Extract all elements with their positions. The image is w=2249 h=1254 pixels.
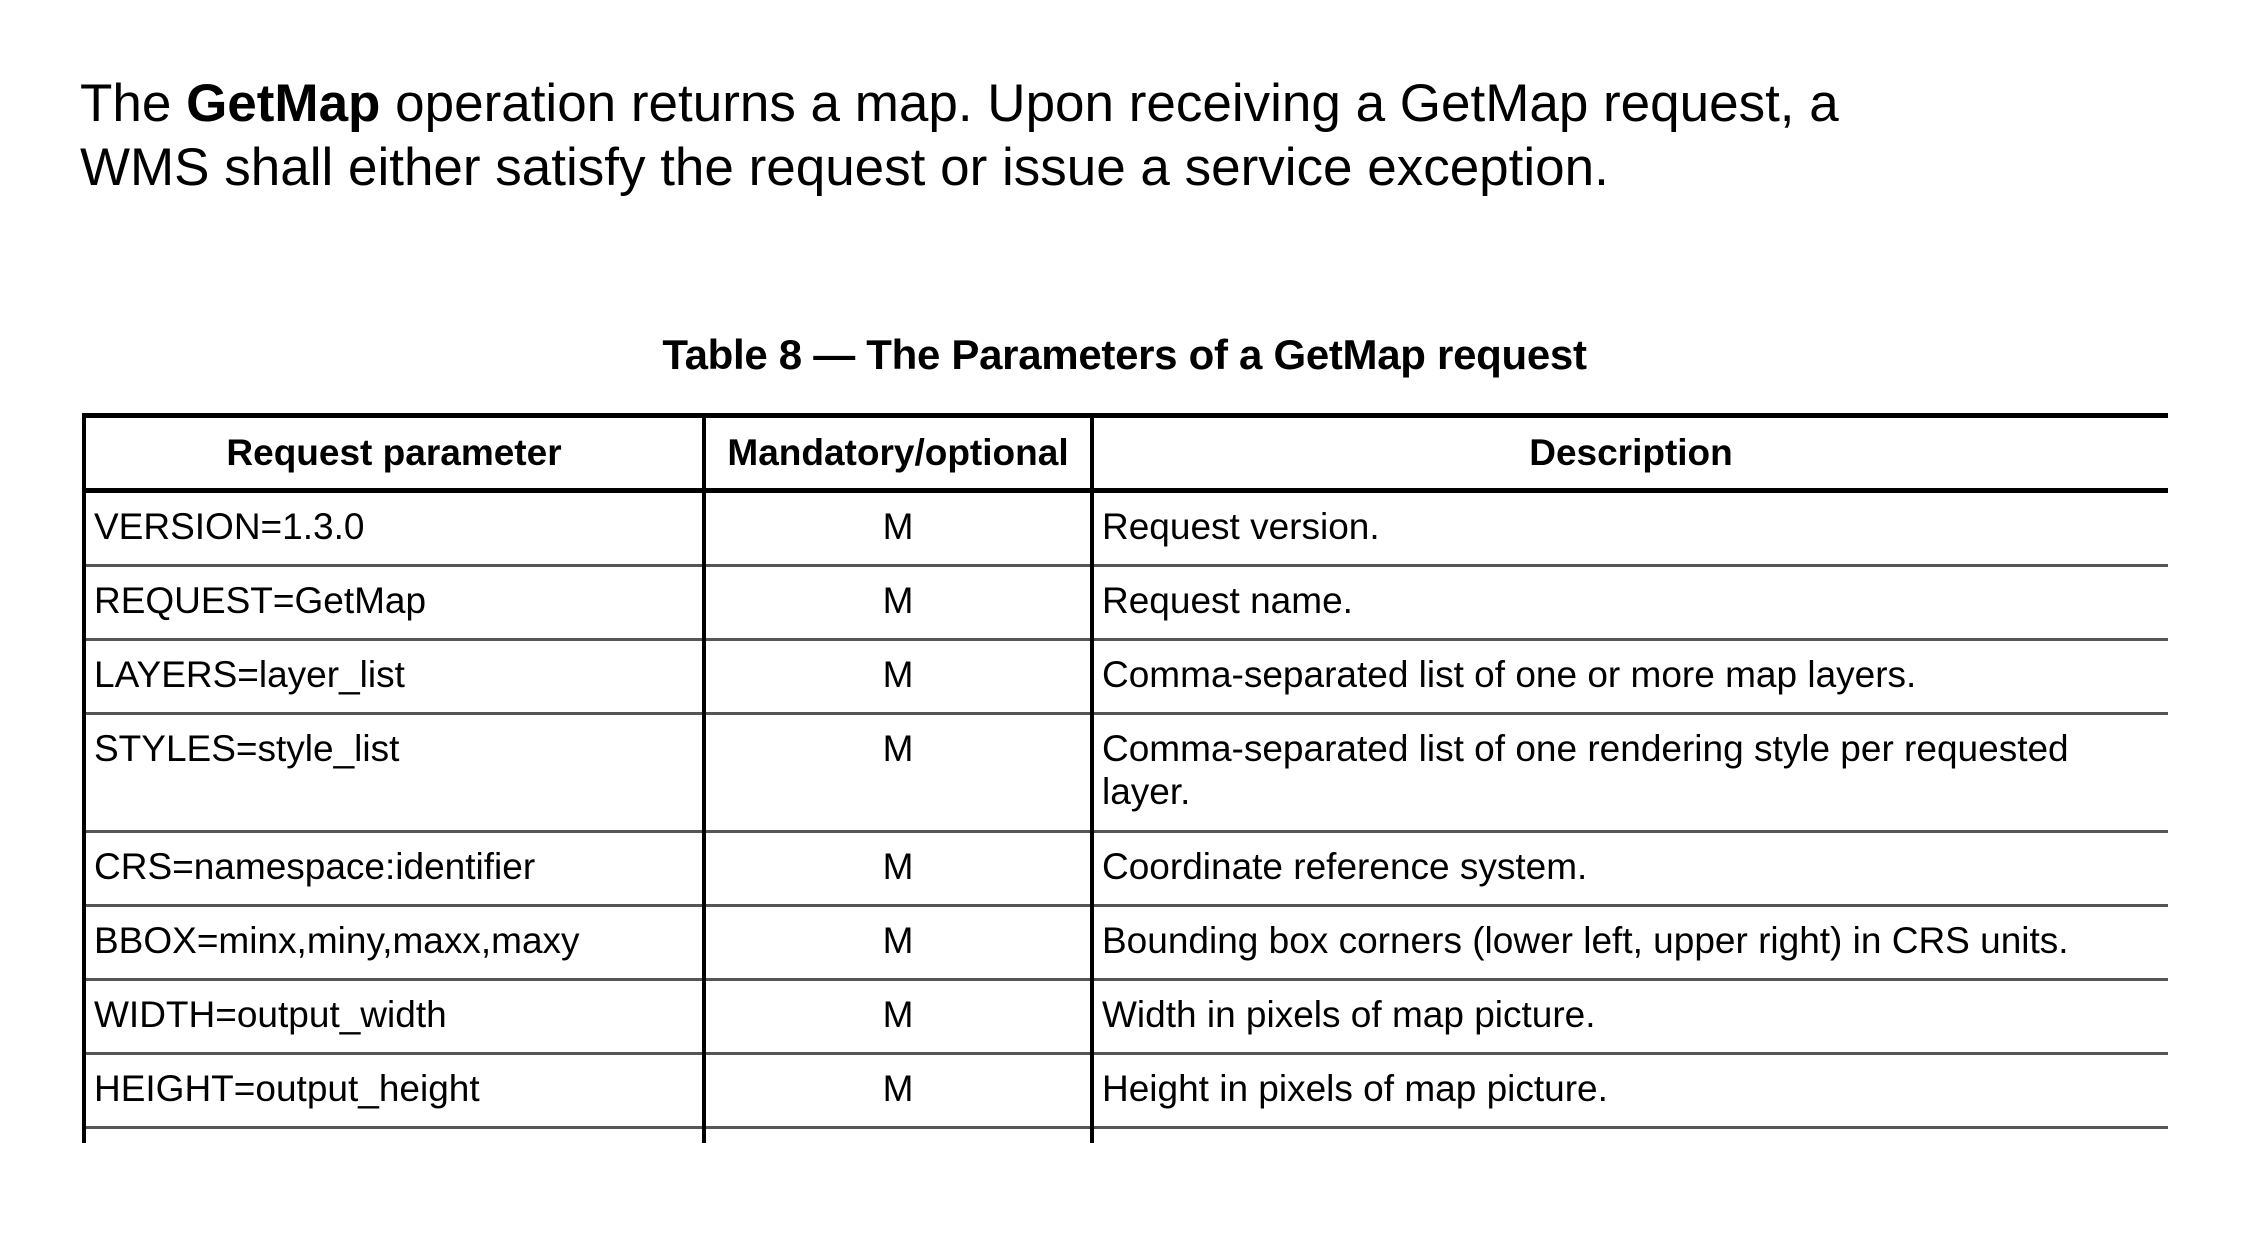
table-row-cut-off xyxy=(82,1127,2168,1143)
cell-param: WIDTH=output_width xyxy=(82,979,706,1055)
cell-param: VERSION=1.3.0 xyxy=(82,490,706,567)
cell-mandatory: M xyxy=(702,713,1094,833)
cell-empty xyxy=(1090,1127,2168,1143)
table-caption: Table 8 — The Parameters of a GetMap req… xyxy=(662,331,1587,378)
cell-mandatory: M xyxy=(702,639,1094,715)
intro-paragraph: The GetMap operation returns a map. Upon… xyxy=(80,72,2080,200)
table-header-row: Request parameter Mandatory/optional Des… xyxy=(82,413,2168,493)
getmap-parameters-table: Request parameter Mandatory/optional Des… xyxy=(82,413,2168,1143)
cell-param: REQUEST=GetMap xyxy=(82,565,706,641)
cell-empty xyxy=(702,1127,1094,1143)
intro-text-line2: WMS shall either satisfy the request or … xyxy=(80,138,1609,197)
cell-param: CRS=namespace:identifier xyxy=(82,831,706,907)
cell-mandatory: M xyxy=(702,979,1094,1055)
parameters-table-container: Request parameter Mandatory/optional Des… xyxy=(82,413,2168,1143)
cell-mandatory: M xyxy=(702,1053,1094,1129)
cell-param: HEIGHT=output_height xyxy=(82,1053,706,1129)
cell-param: STYLES=style_list xyxy=(82,713,706,833)
cell-description: Width in pixels of map picture. xyxy=(1090,979,2168,1055)
table-row: REQUEST=GetMap M Request name. xyxy=(82,565,2168,641)
cell-description: Height in pixels of map picture. xyxy=(1090,1053,2168,1129)
table-row: HEIGHT=output_height M Height in pixels … xyxy=(82,1053,2168,1129)
table-row: LAYERS=layer_list M Comma-separated list… xyxy=(82,639,2168,715)
intro-text-rest: operation returns a map. Upon receiving … xyxy=(380,74,1839,133)
header-request-parameter: Request parameter xyxy=(82,413,706,493)
cell-empty xyxy=(82,1127,706,1143)
table-row: BBOX=minx,miny,maxx,maxy M Bounding box … xyxy=(82,905,2168,981)
cell-description: Bounding box corners (lower left, upper … xyxy=(1090,905,2168,981)
cell-description: Request name. xyxy=(1090,565,2168,641)
table-row: CRS=namespace:identifier M Coordinate re… xyxy=(82,831,2168,907)
header-mandatory-optional: Mandatory/optional xyxy=(702,413,1094,493)
cell-mandatory: M xyxy=(702,831,1094,907)
cell-description: Coordinate reference system. xyxy=(1090,831,2168,907)
cell-param: LAYERS=layer_list xyxy=(82,639,706,715)
header-description: Description xyxy=(1090,413,2168,493)
cell-mandatory: M xyxy=(702,905,1094,981)
cell-param: BBOX=minx,miny,maxx,maxy xyxy=(82,905,706,981)
table-row: STYLES=style_list M Comma-separated list… xyxy=(82,713,2168,833)
cell-mandatory: M xyxy=(702,565,1094,641)
cell-description: Comma-separated list of one or more map … xyxy=(1090,639,2168,715)
cell-description: Request version. xyxy=(1090,490,2168,567)
table-row: VERSION=1.3.0 M Request version. xyxy=(82,490,2168,567)
intro-text-start: The xyxy=(80,74,187,133)
cell-mandatory: M xyxy=(702,490,1094,567)
intro-getmap-term: GetMap xyxy=(186,74,381,133)
cell-description: Comma-separated list of one rendering st… xyxy=(1090,713,2168,833)
table-row: WIDTH=output_width M Width in pixels of … xyxy=(82,979,2168,1055)
